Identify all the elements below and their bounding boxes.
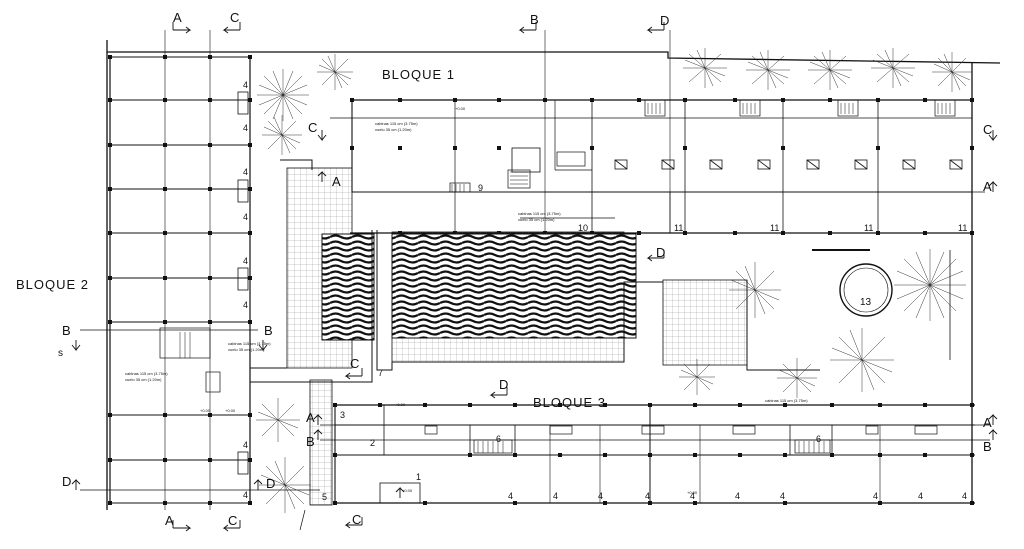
room-number-1: 1 <box>416 472 422 482</box>
room-number-4: 4 <box>918 491 924 501</box>
dimension-note: cabinas 115 cm (3.75m) <box>125 371 168 376</box>
room-number-4: 4 <box>508 491 514 501</box>
bloque-1-label: BLOQUE 1 <box>382 67 456 82</box>
room-number-4: 4 <box>243 490 249 500</box>
bloque-3-stairs <box>477 441 825 453</box>
section-mark-c: C <box>308 120 318 135</box>
room-number-6: 6 <box>496 434 502 444</box>
courtyard-outline <box>250 159 951 383</box>
section-mark-b: B <box>983 439 992 454</box>
section-mark-c: C <box>983 122 993 137</box>
dimension-note: cabinas 115 cm (3.75m) <box>765 398 808 403</box>
bloque-3-columns <box>333 403 974 505</box>
section-mark-b: B <box>264 323 273 338</box>
room-number-13: 13 <box>860 297 872 308</box>
dimension-note: cabinas 115 cm (3.75m) <box>375 121 418 126</box>
room-number-4: 4 <box>553 491 559 501</box>
room-number-4: 4 <box>243 80 249 90</box>
room-number-4: 4 <box>598 491 604 501</box>
room-number-2: 2 <box>370 438 376 448</box>
room-number-4: 4 <box>243 440 249 450</box>
section-mark-a: A <box>306 410 315 425</box>
bloque-2-wing <box>109 30 251 510</box>
section-mark-c: C <box>352 512 362 527</box>
section-mark-d: D <box>656 245 666 260</box>
room-number-7: 7 <box>378 368 384 378</box>
level-mark: +0.00 <box>395 402 406 407</box>
room-number-11: 11 <box>674 223 684 233</box>
section-mark-a: A <box>332 174 341 189</box>
room-number-4: 4 <box>243 123 249 133</box>
room-number-11: 11 <box>958 223 968 233</box>
dimension-note: vuelo 35 cm (1.20m) <box>518 217 555 222</box>
dimension-note: cabinas 115 cm (3.75m) <box>518 211 561 216</box>
level-mark: +0.00 <box>225 408 236 413</box>
section-mark-a: A <box>983 415 992 430</box>
swimming-pool <box>321 233 637 341</box>
room-number-4: 4 <box>690 491 696 501</box>
section-mark-b: B <box>62 323 71 338</box>
dimension-note: vuelo 35 cm (1.20m) <box>228 347 265 352</box>
level-mark: +0.00 <box>402 488 413 493</box>
room-number-4: 4 <box>962 491 968 501</box>
room-number-9: 9 <box>478 183 484 193</box>
bloque-1-stairs <box>451 103 951 192</box>
room-number-10: 10 <box>578 223 589 233</box>
palm-tree-icons <box>256 48 972 513</box>
dimension-note: cabinas 115 cm (3.75m) <box>228 341 271 346</box>
bloque-3-label: BLOQUE 3 <box>533 395 607 410</box>
room-number-11: 11 <box>864 223 874 233</box>
section-mark-a: A <box>165 513 174 528</box>
room-number-4: 4 <box>735 491 741 501</box>
dimension-note: vuelo 35 cm (1.20m) <box>125 377 162 382</box>
level-mark: +0.00 <box>455 106 466 111</box>
section-mark-d: D <box>660 13 670 28</box>
bloque-1-windows <box>614 159 963 170</box>
room-number-4: 4 <box>243 212 249 222</box>
section-mark-c: C <box>350 356 360 371</box>
room-number-4: 4 <box>243 300 249 310</box>
fountain <box>839 263 893 317</box>
room-number-3: 3 <box>340 410 346 420</box>
section-mark-b: B <box>306 434 315 449</box>
dimension-note: vuelo 35 cm (1.20m) <box>375 127 412 132</box>
room-number-4: 4 <box>243 167 249 177</box>
section-arrows <box>71 22 998 532</box>
bloque-2-columns <box>108 55 252 505</box>
level-mark: +0.00 <box>687 490 698 495</box>
section-mark-c: C <box>228 513 238 528</box>
level-mark: +0.00 <box>200 408 211 413</box>
room-number-4: 4 <box>873 491 879 501</box>
section-mark-d: D <box>62 474 72 489</box>
section-mark-c: C <box>230 10 240 25</box>
room-number-4: 4 <box>645 491 651 501</box>
section-mark-a: A <box>983 179 992 194</box>
section-mark-a: A <box>173 10 182 25</box>
bloque-2-label: BLOQUE 2 <box>16 277 90 292</box>
room-number-4: 4 <box>780 491 786 501</box>
room-number-6: 6 <box>816 434 822 444</box>
bloque-1-wing <box>350 30 973 234</box>
section-mark-d: D <box>499 377 509 392</box>
room-number-5: 5 <box>322 492 328 502</box>
room-number-4: 4 <box>243 256 249 266</box>
room-number-11: 11 <box>770 223 780 233</box>
section-mark-b: B <box>530 12 539 27</box>
cropped-label: s <box>58 348 63 359</box>
section-mark-d: D <box>266 476 276 491</box>
